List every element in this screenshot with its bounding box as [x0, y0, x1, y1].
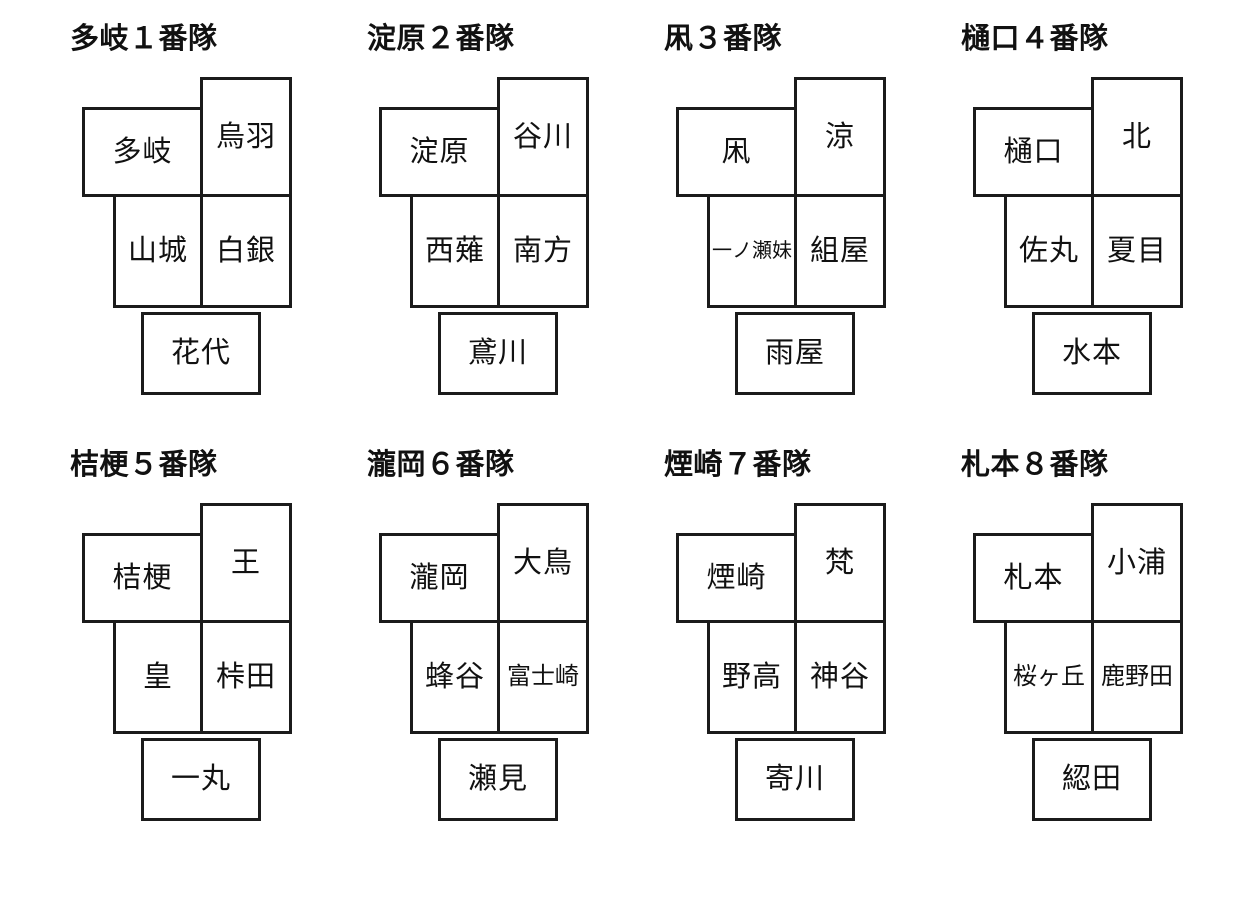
- cell-top-right[interactable]: 大鳥: [497, 503, 589, 623]
- squad-title: 札本８番隊: [961, 449, 1109, 481]
- cell-mid-left[interactable]: 一ノ瀬妹: [707, 194, 797, 308]
- cell-top-left[interactable]: 樋口: [973, 107, 1094, 197]
- cell-label: 烏羽: [215, 120, 276, 153]
- cell-label: 山城: [127, 234, 188, 267]
- cell-mid-right[interactable]: 夏目: [1091, 194, 1183, 308]
- cell-bottom[interactable]: 水本: [1032, 312, 1152, 395]
- cell-mid-right[interactable]: 富士崎: [497, 620, 589, 734]
- squad-group-5: 桔梗５番隊王 桔梗皇 桛田一丸: [70, 448, 368, 874]
- cell-mid-left[interactable]: 山城: [113, 194, 203, 308]
- cell-top-right[interactable]: 谷川: [497, 77, 589, 197]
- cell-mid-left[interactable]: 蜂谷: [410, 620, 500, 734]
- cell-label: 煙崎: [706, 561, 767, 594]
- cell-label: 瀬見: [467, 763, 528, 795]
- cell-top-right[interactable]: 梵: [794, 503, 886, 623]
- cell-label: 皇: [142, 660, 173, 693]
- cell-top-left[interactable]: 凩: [676, 107, 797, 197]
- cell-bottom[interactable]: 綛田: [1032, 738, 1152, 821]
- cell-bottom[interactable]: 鳶川: [438, 312, 558, 395]
- cell-mid-left[interactable]: 皇: [113, 620, 203, 734]
- cell-label: 梵: [824, 546, 855, 579]
- cell-top-right[interactable]: 涼: [794, 77, 886, 197]
- squad-title: 淀原２番隊: [367, 23, 515, 55]
- cell-label: 一ノ瀬妹: [712, 240, 792, 262]
- cell-label: 野高: [721, 660, 782, 693]
- squad-title: 煙崎７番隊: [664, 449, 812, 481]
- cell-bottom[interactable]: 一丸: [141, 738, 261, 821]
- cell-mid-left[interactable]: 佐丸: [1004, 194, 1094, 308]
- cell-label: 寄川: [764, 763, 825, 795]
- cell-label: 神谷: [809, 660, 870, 693]
- cell-label: 凩: [721, 135, 752, 168]
- cell-label: 桜ヶ丘: [1013, 663, 1085, 690]
- cell-bottom[interactable]: 花代: [141, 312, 261, 395]
- cell-top-left[interactable]: 煙崎: [676, 533, 797, 623]
- cell-label: 北: [1121, 120, 1152, 153]
- squad-title: 多岐１番隊: [70, 23, 218, 55]
- cell-label: 佐丸: [1018, 234, 1079, 267]
- cell-label: 王: [230, 546, 261, 579]
- squad-group-8: 札本８番隊小浦 札本桜ヶ丘鹿野田綛田: [961, 448, 1252, 874]
- cell-mid-right[interactable]: 組屋: [794, 194, 886, 308]
- cell-label: 花代: [170, 337, 231, 369]
- cell-top-right[interactable]: 北: [1091, 77, 1183, 197]
- cell-label: 淀原: [409, 135, 470, 168]
- cell-label: 組屋: [809, 234, 870, 267]
- squad-title: 凩３番隊: [664, 23, 783, 55]
- cell-bottom[interactable]: 寄川: [735, 738, 855, 821]
- squad-title: 瀧岡６番隊: [367, 449, 515, 481]
- cell-label: 小浦: [1106, 546, 1167, 579]
- squad-group-6: 瀧岡６番隊大鳥 瀧岡蜂谷富士崎瀬見: [367, 448, 665, 874]
- cell-label: 桔梗: [112, 561, 173, 594]
- squad-group-3: 凩３番隊涼 凩一ノ瀬妹組屋雨屋: [664, 22, 962, 448]
- cell-mid-left[interactable]: 桜ヶ丘: [1004, 620, 1094, 734]
- cell-top-right[interactable]: 王: [200, 503, 292, 623]
- cell-top-left[interactable]: 札本: [973, 533, 1094, 623]
- squad-group-4: 樋口４番隊北 樋口佐丸夏目水本: [961, 22, 1252, 448]
- cell-label: 多岐: [112, 135, 173, 168]
- cell-label: 富士崎: [507, 663, 579, 690]
- cell-top-right[interactable]: 烏羽: [200, 77, 292, 197]
- squad-group-1: 多岐１番隊烏羽 多岐山城白銀花代: [70, 22, 368, 448]
- cell-mid-right[interactable]: 鹿野田: [1091, 620, 1183, 734]
- cell-label: 谷川: [512, 120, 573, 153]
- squad-title: 樋口４番隊: [961, 23, 1109, 55]
- cell-label: 水本: [1061, 337, 1122, 369]
- cell-label: 綛田: [1061, 763, 1122, 795]
- cell-mid-right[interactable]: 神谷: [794, 620, 886, 734]
- cell-label: 夏目: [1106, 234, 1167, 267]
- cell-label: 瀧岡: [409, 561, 470, 594]
- cell-label: 白銀: [215, 234, 276, 267]
- cell-label: 札本: [1003, 561, 1064, 594]
- squad-group-2: 淀原２番隊谷川 淀原西薙南方鳶川: [367, 22, 665, 448]
- squad-title: 桔梗５番隊: [70, 449, 218, 481]
- cell-top-left[interactable]: 淀原: [379, 107, 500, 197]
- cell-label: 鹿野田: [1101, 663, 1173, 690]
- cell-label: 西薙: [424, 234, 485, 267]
- squad-group-7: 煙崎７番隊梵 煙崎野高神谷寄川: [664, 448, 962, 874]
- cell-bottom[interactable]: 雨屋: [735, 312, 855, 395]
- cell-label: 桛田: [215, 660, 276, 693]
- cell-top-right[interactable]: 小浦: [1091, 503, 1183, 623]
- cell-label: 樋口: [1003, 135, 1064, 168]
- cell-mid-right[interactable]: 白銀: [200, 194, 292, 308]
- cell-mid-right[interactable]: 桛田: [200, 620, 292, 734]
- cell-label: 大鳥: [512, 546, 573, 579]
- cell-label: 雨屋: [764, 337, 825, 369]
- cell-mid-left[interactable]: 野高: [707, 620, 797, 734]
- cell-top-left[interactable]: 多岐: [82, 107, 203, 197]
- cell-mid-right[interactable]: 南方: [497, 194, 589, 308]
- cell-bottom[interactable]: 瀬見: [438, 738, 558, 821]
- cell-mid-left[interactable]: 西薙: [410, 194, 500, 308]
- cell-top-left[interactable]: 瀧岡: [379, 533, 500, 623]
- cell-label: 鳶川: [467, 337, 528, 369]
- cell-label: 一丸: [170, 763, 231, 795]
- cell-label: 涼: [824, 120, 855, 153]
- cell-label: 蜂谷: [424, 660, 485, 693]
- cell-label: 南方: [512, 234, 573, 267]
- cell-top-left[interactable]: 桔梗: [82, 533, 203, 623]
